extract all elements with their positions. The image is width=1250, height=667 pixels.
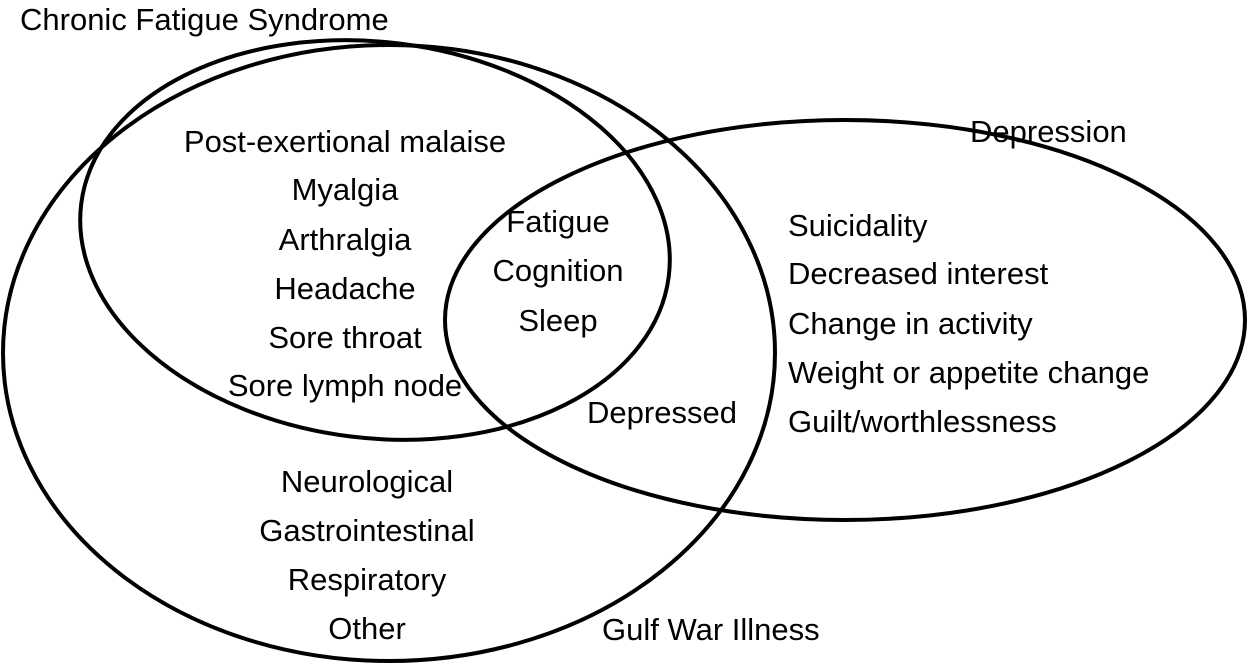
gwi-item: Other [328, 611, 406, 646]
set-label-gwi: Gulf War Illness [602, 612, 820, 647]
depression-item: Decreased interest [788, 256, 1049, 291]
gwi-item: Gastrointestinal [259, 513, 474, 548]
chronic-fatigue-syndrome-ellipse [78, 38, 672, 442]
gwi-item: Respiratory [288, 562, 447, 597]
shared-center-item: Fatigue [506, 204, 609, 239]
cfs-gwi-item: Arthralgia [279, 222, 412, 257]
cfs-gwi-item: Sore throat [268, 320, 422, 355]
set-label-depression: Depression [970, 114, 1127, 149]
shared-center-item: Sleep [518, 303, 597, 338]
gwi-depression-item: Depressed [587, 395, 737, 430]
depression-item: Weight or appetite change [788, 355, 1149, 390]
depression-item: Suicidality [788, 208, 928, 243]
depression-ellipse [443, 118, 1247, 522]
depression-item: Change in activity [788, 306, 1033, 341]
cfs-gwi-item: Sore lymph node [228, 368, 462, 403]
set-label-cfs: Chronic Fatigue Syndrome [20, 2, 389, 37]
cfs-gwi-item: Headache [274, 271, 415, 306]
cfs-gwi-item: Post-exertional malaise [184, 124, 506, 159]
cfs-gwi-item: Myalgia [292, 172, 400, 207]
gwi-item: Neurological [281, 464, 453, 499]
depression-item: Guilt/worthlessness [788, 404, 1057, 439]
shared-center-item: Cognition [493, 253, 624, 288]
gulf-war-illness-ellipse [1, 43, 777, 663]
